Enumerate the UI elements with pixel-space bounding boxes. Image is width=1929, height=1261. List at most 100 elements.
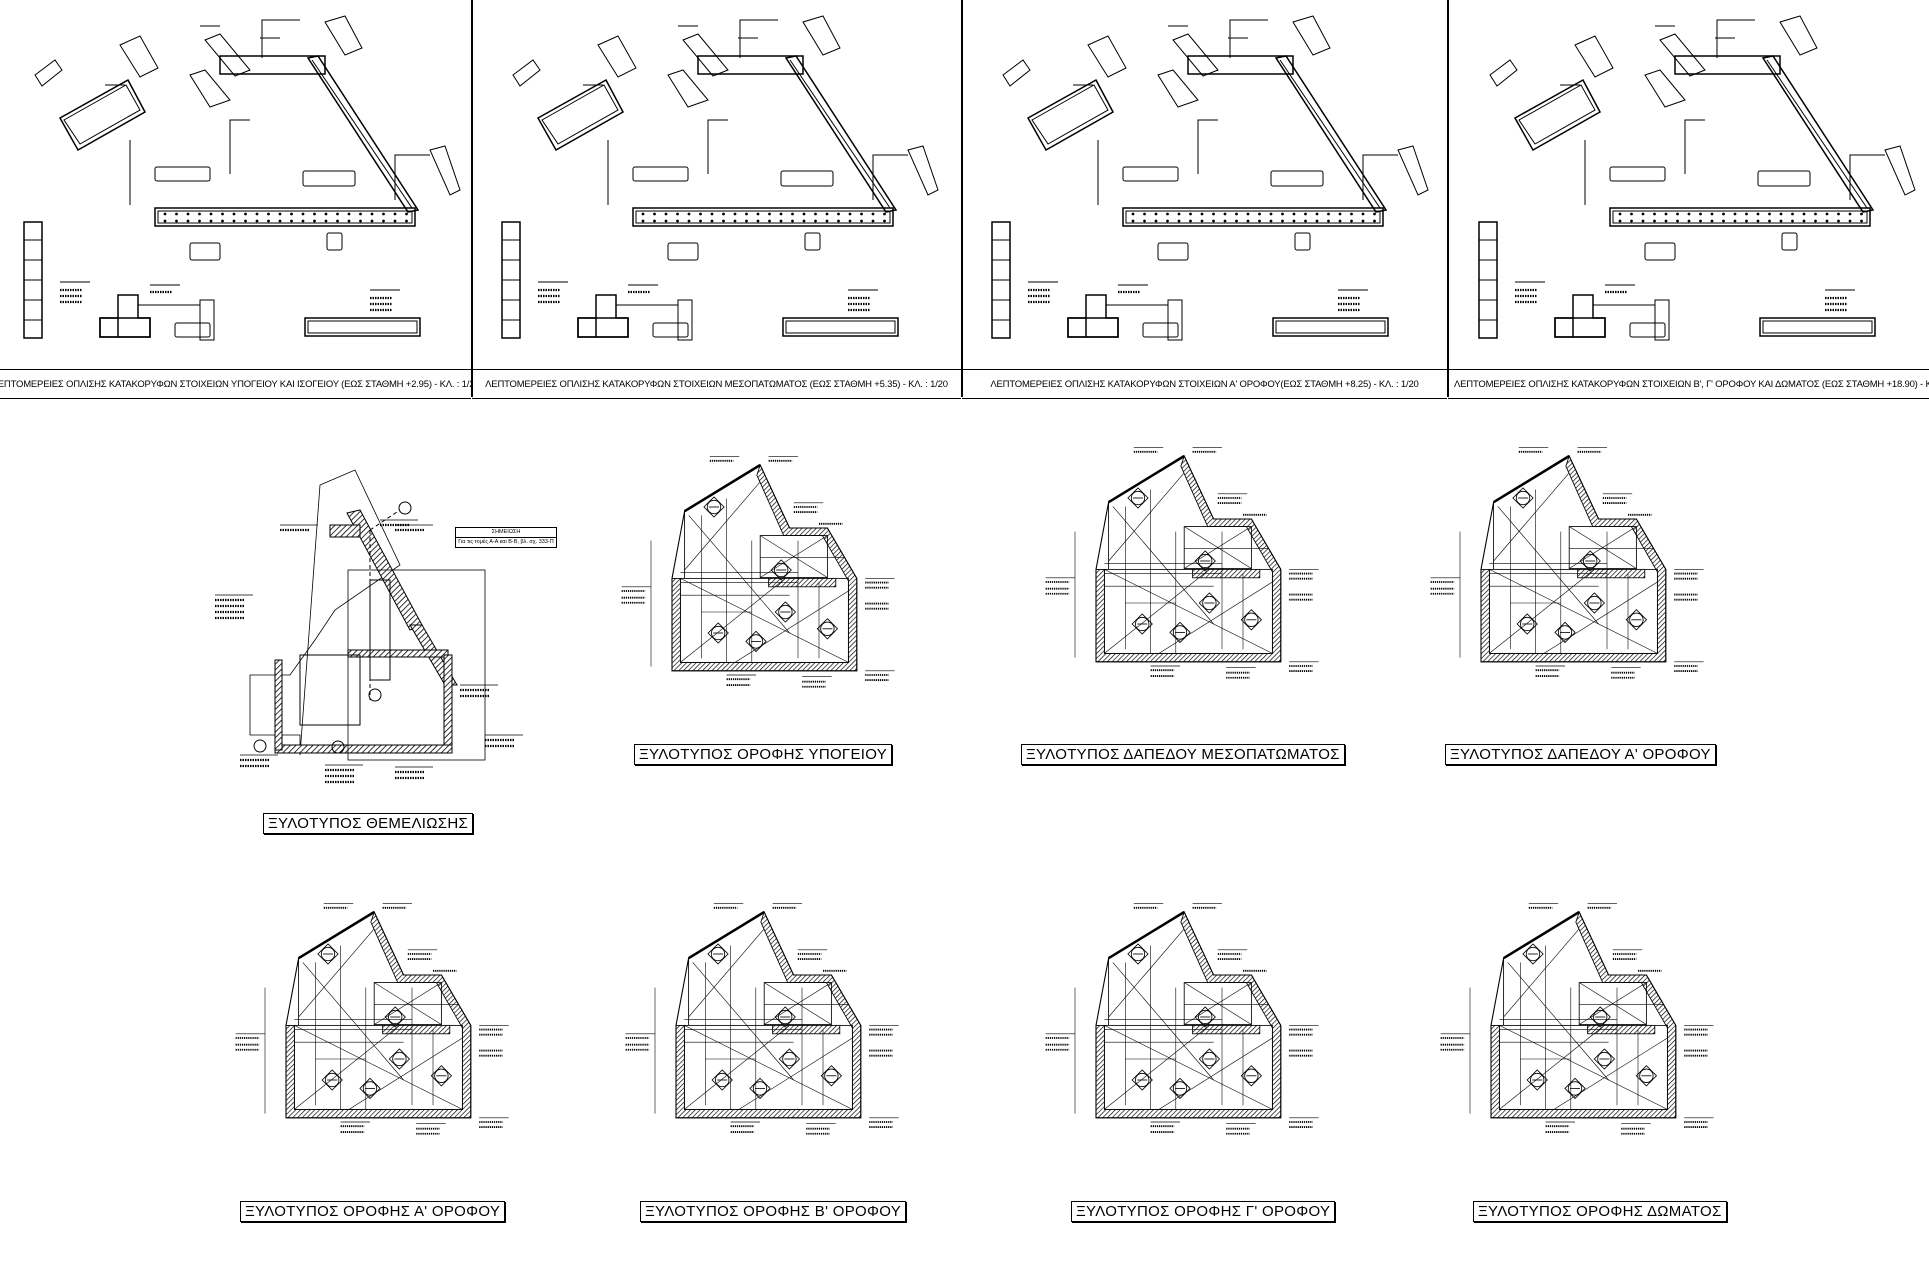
rebar-dot (1373, 219, 1376, 223)
rebar-dot (1630, 219, 1633, 223)
rebar-dot (768, 219, 771, 223)
plan-outline (671, 464, 858, 672)
slab-diagonal (1499, 1025, 1668, 1110)
rebar-dot (1653, 212, 1656, 216)
slab-tag-diamond (774, 1006, 796, 1028)
rebar-dot (1200, 212, 1204, 216)
slab-diagonal (294, 1025, 400, 1110)
rebar-dot (244, 219, 247, 223)
slab-diagonal (738, 1037, 853, 1110)
slab-tag-diamond (1589, 1006, 1611, 1028)
rebar-dot (1315, 219, 1319, 223)
rebar-dot (1676, 219, 1679, 223)
column-section (577, 294, 629, 338)
slab-tag-circle (1244, 612, 1259, 627)
rebar-dot (1361, 212, 1365, 216)
slab-tag-diamond (384, 1006, 406, 1028)
rebar-dot (802, 219, 806, 223)
slab-tag-diamond (430, 1065, 453, 1087)
slab-tag-diamond (1625, 609, 1648, 631)
stirrup-shape (154, 166, 211, 182)
slab-tag-diamond (1198, 1048, 1221, 1070)
slab-tag-circle (388, 1009, 403, 1025)
rebar-dot (1802, 219, 1806, 223)
wall-section (1272, 317, 1389, 337)
slab-tag-diamond (1512, 487, 1534, 509)
slab-tag-diamond (707, 943, 729, 965)
slab-outline (1183, 982, 1252, 1025)
rebar-dot (232, 212, 236, 216)
slab-tag-diamond (1526, 1069, 1548, 1091)
column-section (682, 33, 729, 77)
rebar-dot (393, 212, 397, 216)
panel-divider (1447, 0, 1449, 397)
leader-line (1362, 154, 1398, 200)
rebar-dot (198, 219, 201, 223)
column-section (1659, 33, 1706, 77)
rebar-dot (802, 212, 806, 216)
rebar-stirrup (1125, 210, 1381, 224)
rebar-dot (1664, 219, 1668, 223)
plan-outline (1095, 911, 1282, 1119)
column-section (1554, 294, 1606, 338)
leader-line (872, 154, 908, 200)
rebar-dot (1235, 212, 1238, 216)
stirrup-shape (677, 299, 693, 341)
column-section (99, 294, 151, 338)
stirrup-shape (189, 69, 231, 108)
section-marker-a (368, 688, 382, 702)
rebar-dot (860, 219, 863, 223)
rebar-dot (1722, 212, 1725, 216)
rebar-dot (1756, 219, 1760, 223)
rebar-dot (883, 212, 886, 216)
rebar-dot (1768, 219, 1771, 223)
plan-title-third-ceiling: ΞΥΛΟΤΥΠΟΣ ΟΡΟΦΗΣ Γ' ΟΡΟΦΟΥ (1071, 1201, 1336, 1222)
plan-title-first-floor: ΞΥΛΟΤΥΠΟΣ ΔΑΠΕΔΟΥ Α' ΟΡΟΦΟΥ (1445, 744, 1716, 765)
rebar-dot (1664, 212, 1668, 216)
rebar-dot (687, 212, 691, 216)
section-marker-b (253, 739, 267, 753)
rebar-dot (1143, 219, 1146, 223)
detail-title-upper-floors: ΛΕΠΤΟΜΕΡΕΙΕΣ ΟΠΛΙΣΗΣ ΚΑΤΑΚΟΡΥΦΩΝ ΣΤΟΙΧΕΙ… (1448, 369, 1929, 399)
stirrup-shape (1779, 15, 1818, 56)
slab-tag-circle (752, 1081, 768, 1096)
plan-first-ceiling (235, 903, 509, 1135)
detail-panel-upper-floors (1478, 15, 1916, 341)
rebar-dot (710, 219, 714, 223)
rebar-dot (1154, 219, 1158, 223)
leader-line (261, 19, 300, 58)
slab-tag-diamond (1169, 1077, 1191, 1100)
slab-tag-diamond (820, 1065, 843, 1087)
rebar-dot (1292, 212, 1296, 216)
slab-outline (759, 535, 828, 578)
rebar-dot (1338, 212, 1342, 216)
slab-diagonal (1553, 1037, 1668, 1110)
slab-outline (1578, 982, 1647, 1025)
plan-foundation (215, 469, 523, 784)
slab-diagonal (1108, 472, 1185, 562)
rebar-dot (1258, 212, 1261, 216)
stirrup-shape (119, 35, 159, 78)
stirrup-shape (1294, 232, 1311, 251)
slab-tag-diamond (770, 559, 792, 581)
rebar-dot (244, 212, 247, 216)
rebar-dot (1825, 212, 1829, 216)
stirrup-shape (1644, 69, 1686, 108)
plan-title-foundation: ΞΥΛΟΤΥΠΟΣ ΘΕΜΕΛΙΩΣΗΣ (263, 813, 474, 834)
rebar-dot (860, 212, 863, 216)
slab-tag-diamond (1522, 943, 1544, 965)
rebar-dot (255, 219, 259, 223)
slab-outline (1183, 526, 1252, 569)
stirrup-shape (652, 322, 689, 338)
rebar-dot (1258, 219, 1261, 223)
rebar-dot (1779, 212, 1783, 216)
rebar-dot (198, 212, 201, 216)
rebar-dot (1756, 212, 1760, 216)
rebar-dot (1860, 219, 1863, 223)
slab-tag-circle (710, 946, 726, 962)
plan-outline (1480, 455, 1667, 663)
column-section (1172, 33, 1219, 77)
slab-diagonal (294, 1025, 463, 1110)
rebar-dot (405, 212, 408, 216)
stirrup-shape (1397, 145, 1429, 196)
